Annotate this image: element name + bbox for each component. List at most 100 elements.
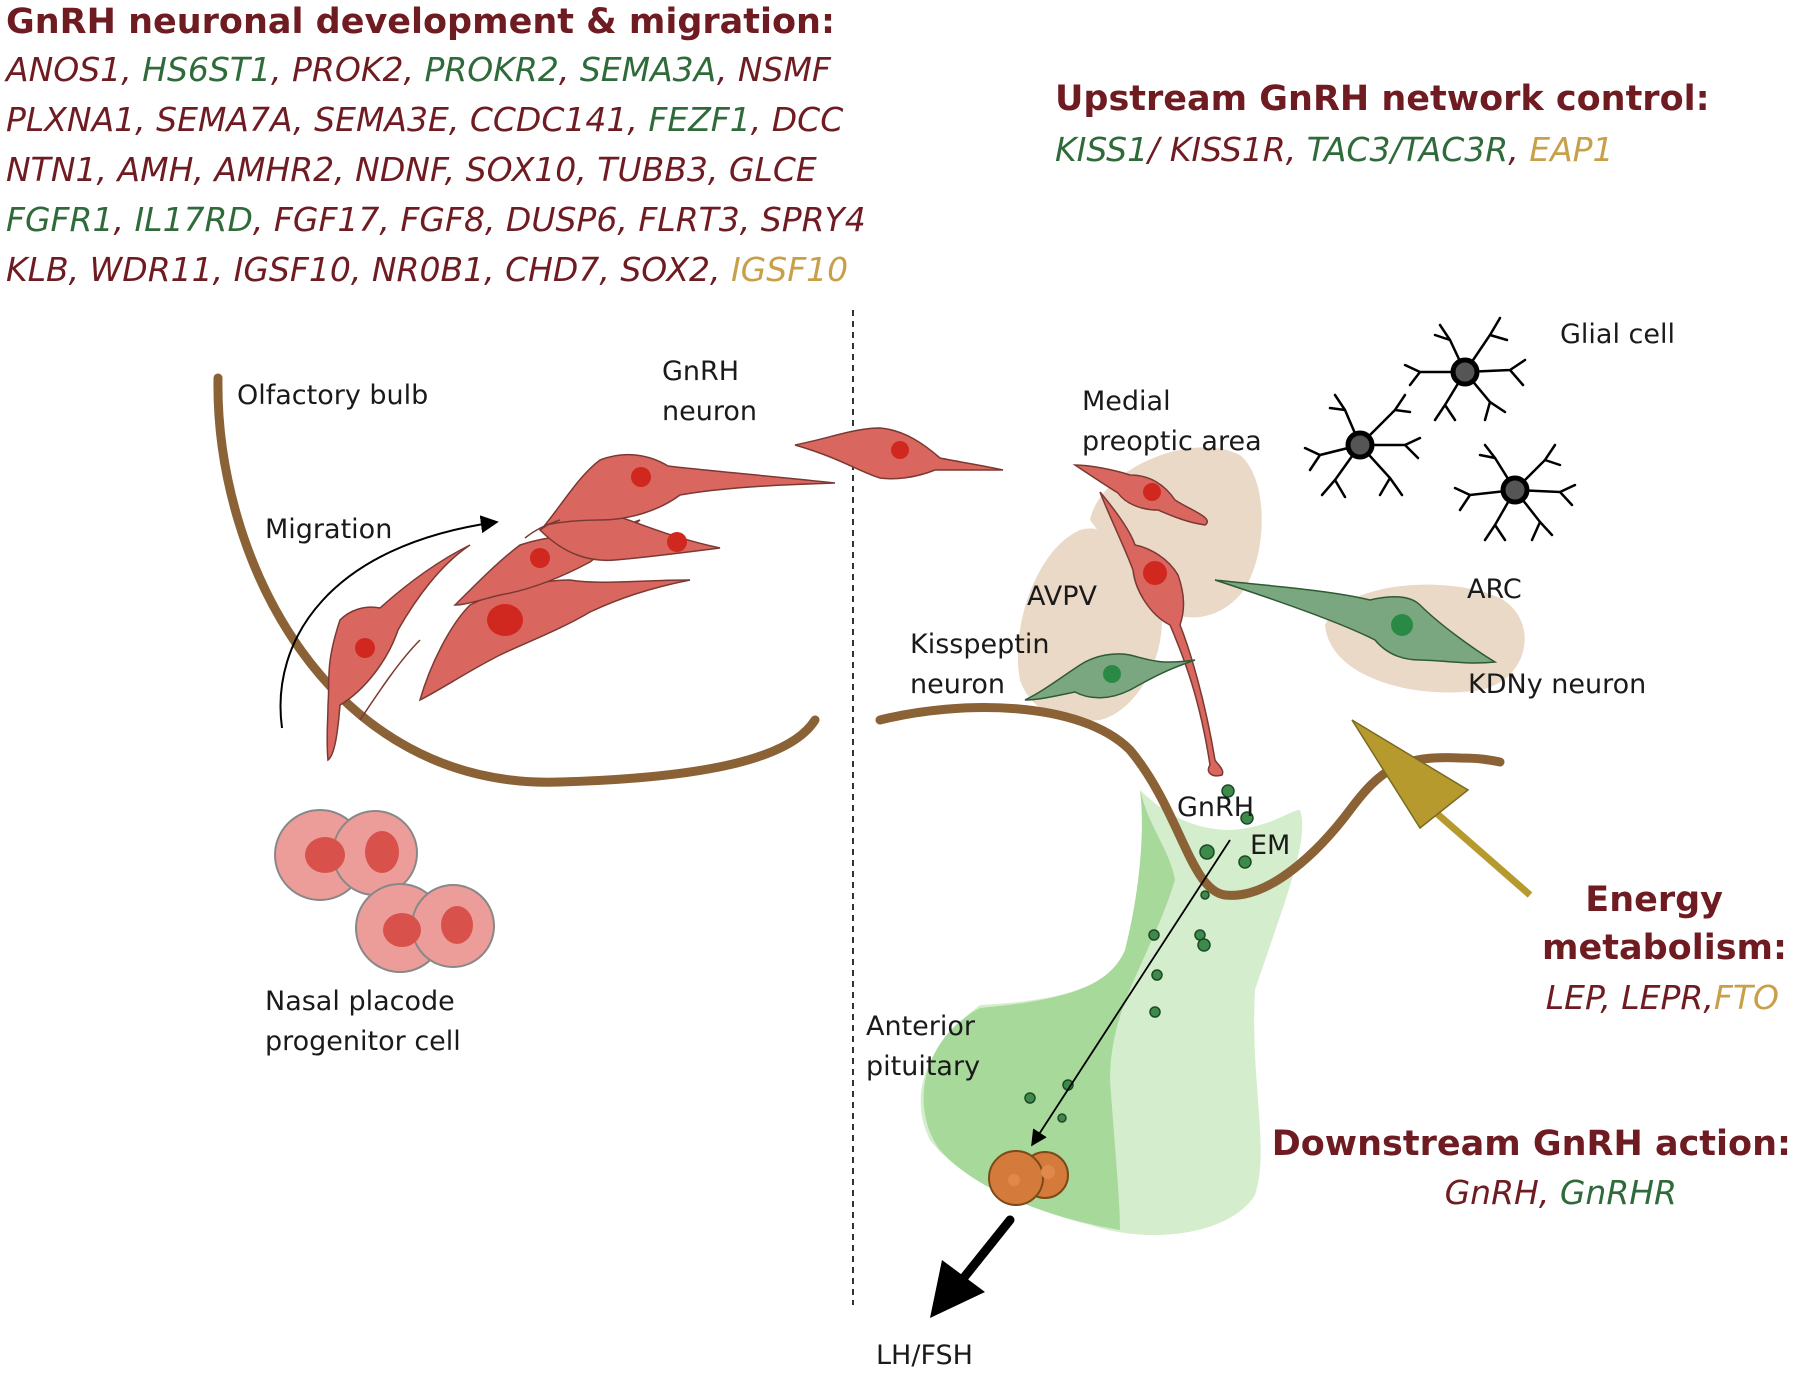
gene-separator: ,	[68, 250, 90, 289]
nasal-placode-label-line2: progenitor cell	[265, 1026, 461, 1057]
development-heading: GnRH neuronal development & migration:	[6, 2, 835, 42]
preoptic-gnrh-nuclei	[1143, 483, 1167, 585]
gene-line: NTN1, AMH, AMHR2, NDNF, SOX10, TUBB3, GL…	[6, 145, 866, 195]
gene-separator: ,	[484, 200, 506, 239]
gene-name: TUBB3	[597, 150, 708, 189]
anterior-pituitary-label-line2: pituitary	[866, 1051, 981, 1082]
gene-name: IGSF10	[233, 250, 351, 289]
gene-separator: ,	[627, 100, 649, 139]
anterior-pituitary-label-line1: Anterior	[866, 1011, 976, 1042]
gene-separator: ,	[1703, 978, 1714, 1017]
gnrh-flow-arrow	[1031, 839, 1231, 1147]
gene-separator: ,	[193, 150, 215, 189]
hypothalamic-floor	[875, 703, 1505, 900]
nasal-placode-nuclei	[305, 831, 473, 947]
gene-name: NSMF	[737, 50, 831, 89]
olfactory-bulb-outline	[213, 373, 820, 787]
crossing-gnrh-neuron	[794, 427, 1004, 480]
gene-separator: ,	[350, 250, 372, 289]
development-gene-list: ANOS1, HS6ST1, PROK2, PROKR2, SEMA3A, NS…	[6, 45, 866, 295]
gene-separator: ,	[135, 100, 157, 139]
kisspeptin-label-line2: neuron	[910, 669, 1005, 700]
gene-separator: ,	[252, 200, 274, 239]
gene-name: SOX2	[620, 250, 710, 289]
gene-separator: ,	[484, 250, 506, 289]
gene-separator: ,	[96, 150, 118, 189]
olfactory-bulb-label: Olfactory bulb	[237, 380, 429, 411]
gene-line: GnRH, GnRHR	[1445, 1168, 1677, 1218]
migrating-gnrh-neurons	[326, 453, 836, 762]
gene-separator: ,	[558, 50, 580, 89]
glial-cell-label: Glial cell	[1560, 319, 1676, 350]
gene-separator: ,	[617, 200, 639, 239]
migration-label: Migration	[265, 514, 393, 545]
lh-fsh-arrow-shaft	[957, 1215, 1015, 1285]
gene-name: SEMA3E	[314, 100, 449, 139]
gene-name: FEZF1	[648, 100, 751, 139]
gene-name: TAC3/TAC3R	[1306, 130, 1509, 169]
gene-name: PLXNA1	[6, 100, 136, 139]
kndy-neuron-label: KDNy neuron	[1468, 669, 1647, 700]
kisspeptin-neuron-avpv	[1024, 653, 1196, 701]
gene-line: KLB, WDR11, IGSF10, NR0B1, CHD7, SOX2, I…	[6, 245, 866, 295]
kndy-neuron-arc	[1214, 579, 1498, 664]
gene-name: HS6ST1	[142, 50, 272, 89]
median-eminence-label: EM	[1250, 830, 1291, 861]
gene-name: GLCE	[728, 150, 817, 189]
glial-cell-bodies	[1345, 357, 1530, 505]
gene-name: NTN1	[6, 150, 97, 189]
gene-name: SEMA7A	[156, 100, 294, 139]
gene-name: FLRT3	[638, 200, 740, 239]
gene-name: AMHR2	[214, 150, 335, 189]
energy-heading-line2: metabolism:	[1542, 928, 1787, 968]
gene-name: KISS1	[1055, 130, 1149, 169]
gene-separator: ,	[121, 50, 143, 89]
gene-separator: ,	[444, 150, 466, 189]
gene-separator: ,	[1600, 978, 1622, 1017]
gene-name: CCDC141	[469, 100, 628, 139]
gene-separator: ,	[709, 250, 731, 289]
gene-name: CHD7	[505, 250, 600, 289]
gene-name: ANOS1	[6, 50, 122, 89]
gene-line: KISS1/ KISS1R, TAC3/TAC3R, EAP1	[1055, 125, 1614, 175]
glial-cells	[1303, 316, 1577, 542]
upstream-heading: Upstream GnRH network control:	[1055, 79, 1710, 119]
energy-gene-list: LEP, LEPR,FTO	[1546, 973, 1779, 1023]
gene-name: WDR11	[89, 250, 213, 289]
gene-separator: ,	[113, 200, 135, 239]
gene-separator: ,	[576, 150, 598, 189]
gene-name: FGF17	[273, 200, 380, 239]
gene-separator: ,	[716, 50, 738, 89]
gnrh-neuron-label-line2: neuron	[662, 396, 757, 427]
medial-preoptic-label-line1: Medial	[1082, 386, 1171, 417]
gene-name: NDNF	[355, 150, 445, 189]
kisspeptin-label-line1: Kisspeptin	[910, 629, 1050, 660]
gene-separator: ,	[750, 100, 772, 139]
gnrh-vesicles	[1024, 784, 1254, 1123]
arc-label: ARC	[1467, 574, 1522, 605]
gene-separator: ,	[1285, 130, 1307, 169]
gene-name: FTO	[1713, 978, 1779, 1017]
gene-line: PLXNA1, SEMA7A, SEMA3E, CCDC141, FEZF1, …	[6, 95, 866, 145]
gene-separator: ,	[1508, 130, 1530, 169]
gene-separator: ,	[212, 250, 234, 289]
gene-name: PROK2	[292, 50, 404, 89]
gene-separator: ,	[739, 200, 761, 239]
gene-name: GnRHR	[1559, 1173, 1677, 1212]
anterior-pituitary-dark	[923, 790, 1175, 1230]
gene-separator: ,	[334, 150, 356, 189]
gene-name: IL17RD	[134, 200, 253, 239]
gene-name: DCC	[771, 100, 844, 139]
gene-name: EAP1	[1529, 130, 1614, 169]
energy-arrow-head	[1351, 719, 1470, 830]
gene-name: KLB	[6, 250, 69, 289]
gene-separator: ,	[448, 100, 470, 139]
gene-separator: ,	[1538, 1173, 1560, 1212]
gene-name: LEPR	[1621, 978, 1704, 1017]
gene-name: KISS1R	[1169, 130, 1286, 169]
gonadotroph-nuclei	[1008, 1165, 1055, 1186]
gene-name: LEP	[1545, 978, 1601, 1017]
gene-separator: ,	[403, 50, 425, 89]
energy-heading-line1: Energy	[1585, 880, 1723, 920]
